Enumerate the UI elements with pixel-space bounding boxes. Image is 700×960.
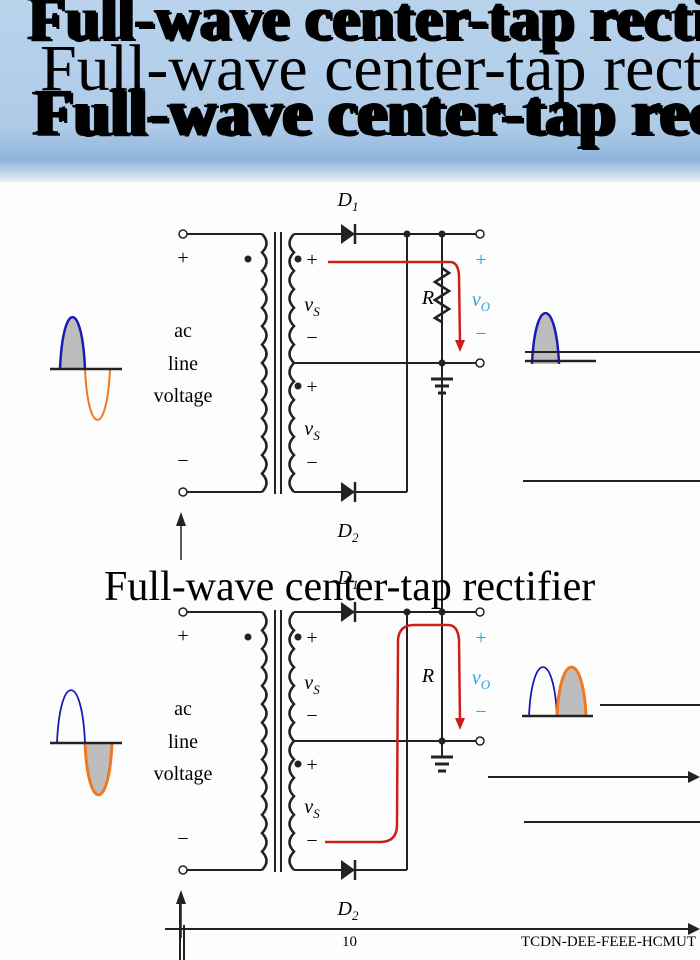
d1-label: D1 xyxy=(337,189,359,214)
vs-label: vS xyxy=(304,796,320,821)
input-plus-label: + xyxy=(177,247,188,269)
title-banner: Full-wave center-tap rectifier Full-wave… xyxy=(0,0,700,182)
diode-d2 xyxy=(341,860,355,880)
vs-label: vS xyxy=(304,418,320,443)
arrow-head-icon xyxy=(688,771,700,783)
polarity-dot xyxy=(294,382,302,390)
polarity-dot xyxy=(294,255,302,263)
vs-minus-label: − xyxy=(306,830,317,852)
input-negative-half xyxy=(83,742,114,797)
input-plus-label: + xyxy=(177,625,188,647)
line-label: line xyxy=(168,731,198,753)
page-number: 10 xyxy=(342,934,357,950)
voltage-label: voltage xyxy=(154,763,213,785)
input-minus-label: − xyxy=(177,828,188,850)
vs-minus-label: − xyxy=(306,705,317,727)
terminal xyxy=(475,358,485,368)
vs-minus-label: − xyxy=(306,452,317,474)
section-title: Full-wave center-tap rectifier xyxy=(104,564,596,610)
current-path xyxy=(325,623,462,844)
vs-label: vS xyxy=(304,294,320,319)
resistor-label: R xyxy=(421,287,434,309)
polarity-dot xyxy=(294,760,302,768)
vs-plus-label: + xyxy=(306,754,317,776)
vs-minus-label: − xyxy=(306,327,317,349)
slide-title: Full-wave center-tap rectifier xyxy=(40,32,700,105)
vo-plus-label: + xyxy=(475,249,486,271)
terminal xyxy=(475,736,485,746)
junction-dot xyxy=(403,608,411,616)
vs-plus-label: + xyxy=(306,376,317,398)
secondary-winding xyxy=(288,611,296,871)
diode-d2 xyxy=(341,482,355,502)
polarity-dot xyxy=(294,633,302,641)
vo-minus-label: − xyxy=(475,323,486,345)
d2-label: D2 xyxy=(337,898,359,923)
input-positive-half xyxy=(56,689,86,744)
diode-d1 xyxy=(341,602,355,622)
slide-title: Full-wave center-tap rectifier xyxy=(28,0,700,53)
vo-label: vO xyxy=(472,289,491,314)
diode-d1 xyxy=(341,224,355,244)
terminal xyxy=(475,607,485,617)
input-positive-half xyxy=(58,316,87,370)
primary-winding xyxy=(260,611,268,871)
input-negative-half xyxy=(84,368,111,421)
footer-text: TCDN-DEE-FEEE-HCMUT xyxy=(521,934,696,950)
terminal xyxy=(475,229,485,239)
output-positive-half xyxy=(528,666,558,717)
d1-label: D1 xyxy=(337,567,359,592)
resistor-r xyxy=(432,266,452,324)
vo-label: vO xyxy=(472,667,491,692)
terminal xyxy=(178,487,188,497)
output-positive-half xyxy=(530,312,561,365)
polarity-dot xyxy=(244,255,252,263)
vs-plus-label: + xyxy=(306,627,317,649)
d2-label: D2 xyxy=(337,520,359,545)
arrow-head-icon xyxy=(176,512,186,526)
current-arrow-icon xyxy=(455,718,465,730)
vs-plus-label: + xyxy=(306,249,317,271)
voltage-label: voltage xyxy=(154,385,213,407)
ac-label: ac xyxy=(174,320,192,342)
ac-label: ac xyxy=(174,698,192,720)
current-path xyxy=(328,260,462,345)
primary-winding xyxy=(260,233,268,493)
terminal xyxy=(178,865,188,875)
polarity-dot xyxy=(244,633,252,641)
arrow-head-icon xyxy=(176,890,186,904)
secondary-winding xyxy=(288,233,296,493)
slide-title: Full-wave center-tap rectifier xyxy=(34,76,700,149)
line-label: line xyxy=(168,353,198,375)
vs-label: vS xyxy=(304,672,320,697)
arrow-head-icon xyxy=(688,923,700,935)
terminal xyxy=(178,229,188,239)
input-minus-label: − xyxy=(177,450,188,472)
vo-plus-label: + xyxy=(475,627,486,649)
junction-dot xyxy=(403,230,411,238)
current-arrow-icon xyxy=(455,340,465,352)
output-negative-half xyxy=(555,665,588,717)
resistor-label: R xyxy=(421,665,434,687)
vo-minus-label: − xyxy=(475,701,486,723)
